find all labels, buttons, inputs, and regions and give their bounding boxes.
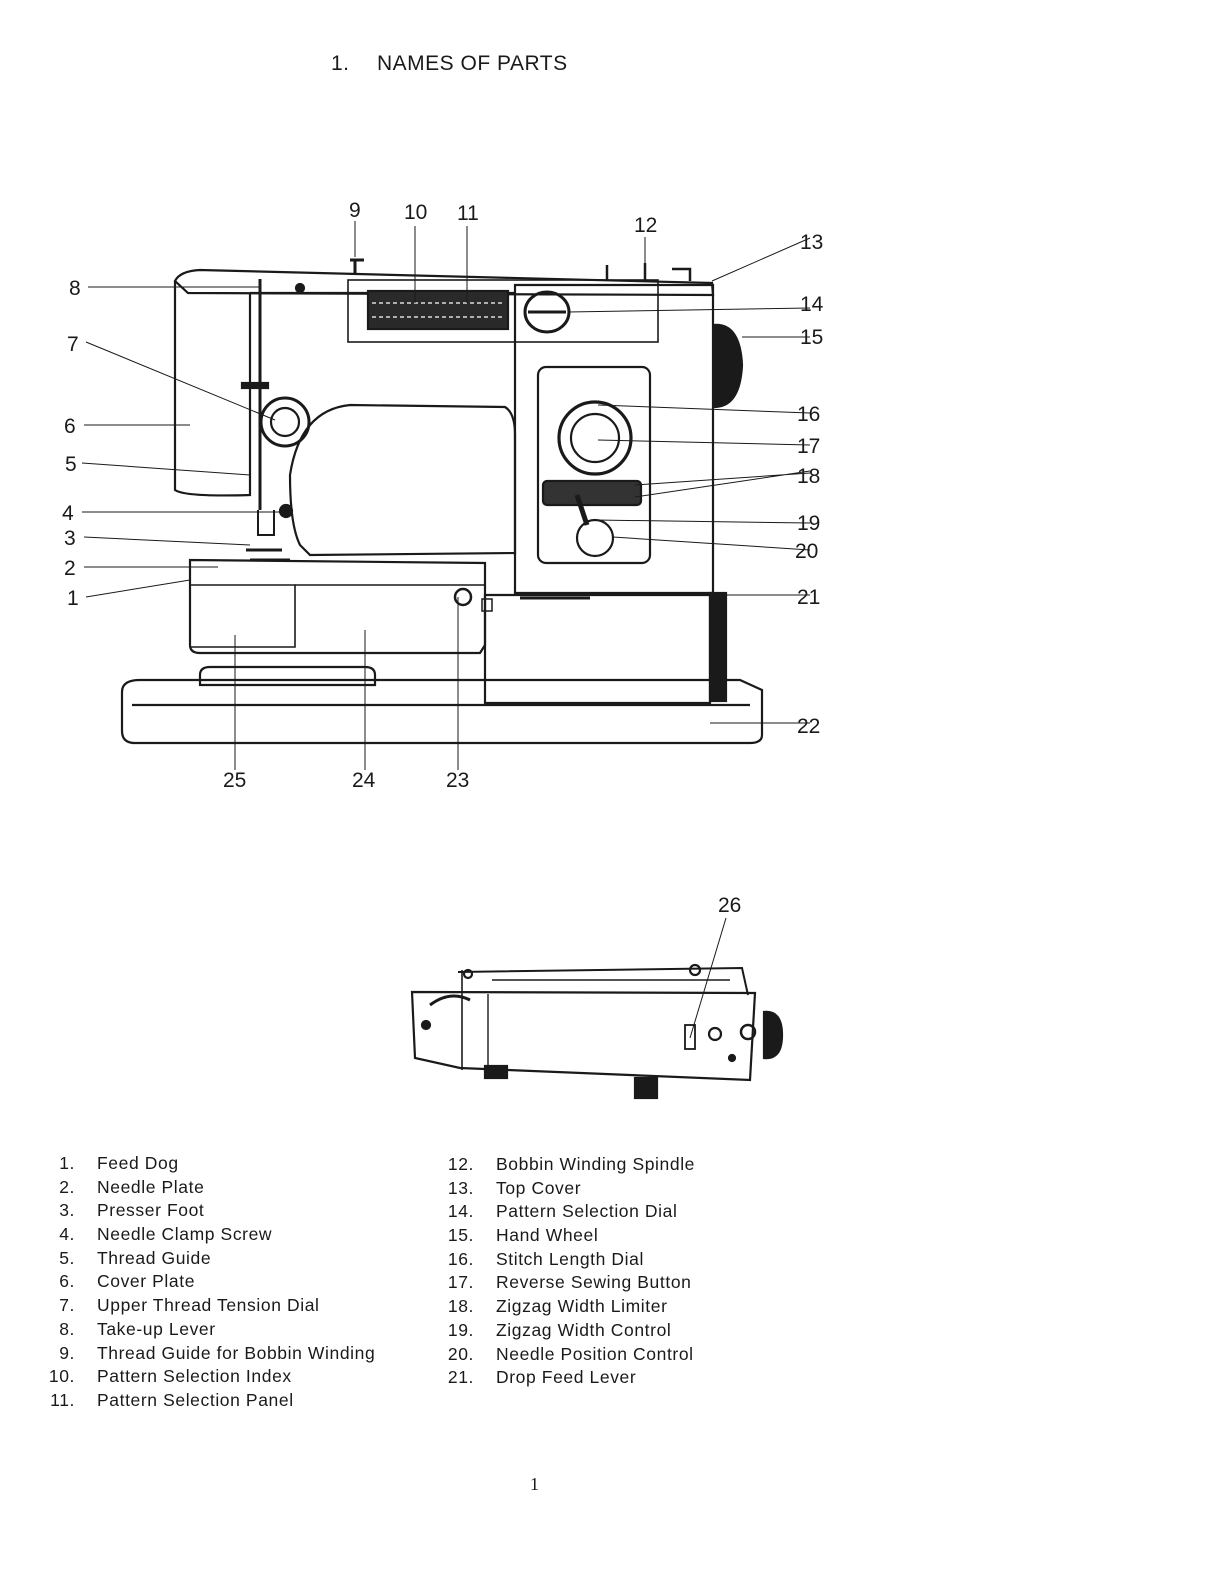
legend-item: 18.Zigzag Width Limiter [447, 1296, 668, 1317]
legend-item: 2.Needle Plate [59, 1176, 205, 1197]
section-title: NAMES OF PARTS [377, 52, 568, 75]
callout-25: 25 [223, 769, 246, 792]
legend-item: 11.Pattern Selection Panel [50, 1389, 294, 1410]
parts-legend-left: 1.Feed Dog 2.Needle Plate 3.Presser Foot… [48, 1152, 376, 1413]
callout-3: 3 [64, 527, 76, 550]
callout-17: 17 [797, 435, 820, 458]
legend-item: 5.Thread Guide [59, 1247, 212, 1268]
legend-item: 21.Drop Feed Lever [447, 1367, 637, 1388]
callout-18: 18 [797, 465, 820, 488]
legend-item: 19.Zigzag Width Control [447, 1319, 672, 1340]
section-number: 1. [331, 52, 350, 75]
legend-item: 17.Reverse Sewing Button [447, 1272, 692, 1293]
legend-item: 12.Bobbin Winding Spindle [447, 1154, 696, 1174]
callout-13: 13 [800, 231, 823, 254]
section-heading: 1. NAMES OF PARTS [331, 52, 568, 76]
callout-16: 16 [797, 403, 820, 426]
parts-legend-right: 12.Bobbin Winding Spindle 13.Top Cover 1… [447, 1153, 696, 1390]
legend-item: 9.Thread Guide for Bobbin Winding [59, 1342, 376, 1363]
callout-7: 7 [67, 333, 79, 356]
callout-20: 20 [795, 540, 818, 563]
callout-11: 11 [457, 202, 479, 225]
callout-26: 26 [718, 894, 741, 917]
callout-6: 6 [64, 415, 76, 438]
legend-item: 15.Hand Wheel [447, 1225, 599, 1246]
callout-24: 24 [352, 769, 376, 792]
legend-item: 8.Take-up Lever [59, 1318, 216, 1339]
legend-item: 14.Pattern Selection Dial [447, 1201, 678, 1222]
sewing-machine-side-illustration: 26 [370, 870, 810, 1140]
legend-item: 6.Cover Plate [59, 1271, 196, 1292]
legend-item: 16.Stitch Length Dial [447, 1248, 644, 1269]
callout-14: 14 [800, 293, 824, 316]
callout-5: 5 [65, 453, 77, 476]
page-number: 1 [530, 1474, 539, 1494]
legend-item: 13.Top Cover [447, 1177, 582, 1198]
legend-item: 4.Needle Clamp Screw [59, 1224, 273, 1245]
sewing-machine-front-illustration: 1 2 3 4 5 6 7 8 9 10 11 12 13 14 15 16 1… [50, 175, 825, 835]
callout-1: 1 [67, 587, 79, 610]
callout-2: 2 [64, 557, 76, 580]
legend-item: 7.Upper Thread Tension Dial [59, 1295, 320, 1316]
callout-9: 9 [349, 199, 361, 222]
legend-item: 3.Presser Foot [59, 1200, 205, 1221]
callout-10: 10 [404, 201, 427, 224]
callout-8: 8 [69, 277, 81, 300]
callout-12: 12 [634, 214, 657, 237]
callout-23: 23 [446, 769, 469, 792]
callout-4: 4 [62, 502, 74, 525]
callout-19: 19 [797, 512, 820, 535]
callout-21: 21 [797, 586, 820, 609]
callout-22: 22 [797, 715, 820, 738]
callout-15: 15 [800, 326, 823, 349]
legend-item: 10.Pattern Selection Index [48, 1366, 292, 1387]
legend-item: 20.Needle Position Control [447, 1343, 694, 1364]
legend-item: 1.Feed Dog [59, 1153, 179, 1173]
